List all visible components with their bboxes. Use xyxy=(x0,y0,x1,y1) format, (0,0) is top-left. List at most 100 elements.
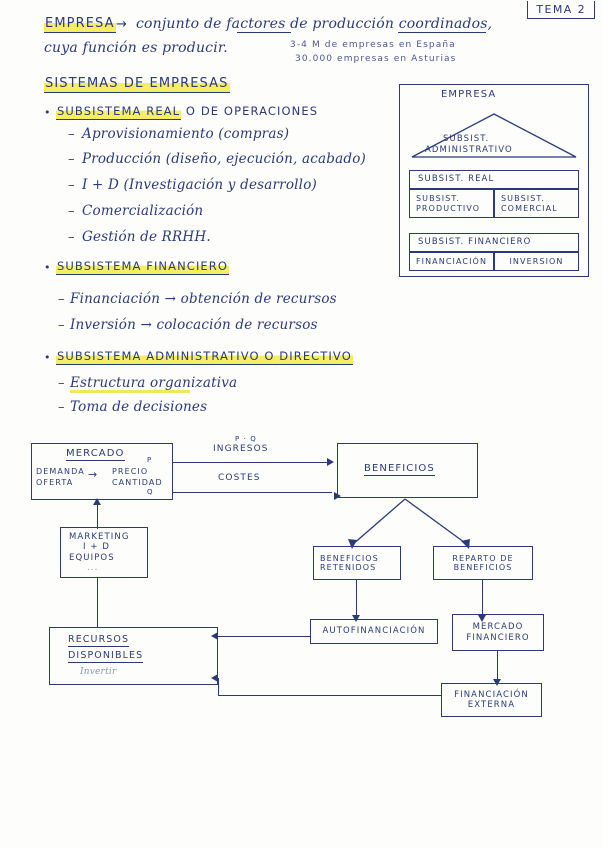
mercado-title: MERCADO xyxy=(66,448,125,461)
inversion-box: INVERSION xyxy=(494,252,579,271)
beneficios-label: BENEFICIOS xyxy=(364,463,435,476)
edge-pq-label: P · Q xyxy=(235,435,257,443)
line-recursos-to-marketing xyxy=(97,578,99,628)
recursos-l2: DISPONIBLES xyxy=(68,650,144,664)
arrow-marketing-to-mercado xyxy=(93,498,101,505)
financiacion-externa-l2: EXTERNA xyxy=(467,700,516,710)
subsist-comercial-l1: SUBSIST. xyxy=(501,194,546,204)
mercado-cantidad: CANTIDAD xyxy=(112,478,163,487)
dash-1-3: – xyxy=(68,178,75,193)
bullet-1: • xyxy=(44,106,51,119)
definition-text-1: conjunto de factores de producción coord… xyxy=(136,16,493,32)
line-autofin-to-recursos xyxy=(218,636,310,638)
line-retenidos-to-autofin xyxy=(356,580,358,617)
mercado-financiero-l1: MERCADO xyxy=(472,622,524,633)
autofinanciacion-label: AUTOFINANCIACIÓN xyxy=(322,626,426,637)
arrow-mercadofin-to-finext xyxy=(493,679,501,686)
beneficios-retenidos-l2: RETENIDOS xyxy=(320,563,377,572)
line-finext-to-recursos xyxy=(218,695,441,697)
financiacion-externa-box: FINANCIACIÓN EXTERNA xyxy=(441,683,542,717)
item-1-5: Gestión de RRHH. xyxy=(82,229,211,245)
mercado-financiero-box: MERCADO FINANCIERO xyxy=(452,614,544,651)
subsystem-3-highlight: SUBSISTEMA ADMINISTRATIVO O DIRECTIVO xyxy=(56,349,353,365)
item-1-4: Comercialización xyxy=(82,203,204,219)
mercado-oferta: OFERTA xyxy=(36,478,74,487)
item-1-3: I + D (Investigación y desarrollo) xyxy=(82,177,317,193)
edge-ingresos-arrowhead xyxy=(327,458,334,466)
autofinanciacion-box: AUTOFINANCIACIÓN xyxy=(310,619,438,644)
mercado-q-label: Q xyxy=(147,488,153,496)
subsist-real-label: SUBSIST. REAL xyxy=(418,174,495,185)
subsystem-2-title: SUBSISTEMA FINANCIERO xyxy=(56,259,230,275)
recursos-disponibles-box: RECURSOS DISPONIBLES Invertir xyxy=(49,627,218,685)
dash-2-2: – xyxy=(58,318,65,333)
item-1-1: Aprovisionamiento (compras) xyxy=(82,126,290,142)
dash-2-1: – xyxy=(58,292,65,307)
line-mercadofin-to-finext xyxy=(497,651,499,681)
triangle-label-line1: SUBSIST. xyxy=(443,134,490,144)
triangle-label-line2: ADMINISTRATIVO xyxy=(425,145,513,155)
edge-costes-label: COSTES xyxy=(218,473,261,483)
bullet-2: • xyxy=(44,261,51,274)
arrow-finext-to-recursos xyxy=(211,674,218,682)
dash-1-4: – xyxy=(68,204,75,219)
financiacion-externa-l1: FINANCIACIÓN xyxy=(454,689,529,700)
dash-3-2: – xyxy=(58,400,65,415)
dash-3-1: – xyxy=(58,376,65,391)
subsist-real-box: SUBSIST. REAL xyxy=(409,170,579,189)
financiacion-box: FINANCIACIÓN xyxy=(409,252,494,271)
inversion-label: INVERSION xyxy=(509,256,564,266)
dash-1-2: – xyxy=(68,152,75,167)
empresa-diagram-title: EMPRESA xyxy=(441,89,497,100)
arrow-reparto-to-mercadofin xyxy=(478,615,486,622)
item-3-2: Toma de decisiones xyxy=(70,399,208,415)
mercado-box xyxy=(31,443,173,500)
subsist-productivo-l1: SUBSIST. xyxy=(416,194,461,204)
reparto-l1: REPARTO DE xyxy=(452,553,514,563)
marketing-l4: ... xyxy=(87,562,99,573)
reparto-beneficios-box: REPARTO DE BENEFICIOS xyxy=(433,546,533,580)
line-reparto-to-mercadofin xyxy=(482,580,484,617)
edge-costes-line xyxy=(173,492,332,494)
highlight-estructura xyxy=(70,390,190,393)
administrative-triangle xyxy=(411,113,577,158)
marketing-box: MARKETING I + D EQUIPOS ... xyxy=(60,527,148,578)
definition-line-2: cuya función es producir. xyxy=(44,40,228,56)
mercado-demanda: DEMANDA xyxy=(36,467,85,476)
arrow-autofin-to-recursos xyxy=(211,632,218,640)
mercado-p-label: P xyxy=(147,456,152,464)
item-1-2: Producción (diseño, ejecución, acabado) xyxy=(82,151,366,167)
tema-tag: TEMA 2 xyxy=(527,1,595,19)
dash-1-5: – xyxy=(68,230,75,245)
subsist-financiero-box: SUBSIST. FINANCIERO xyxy=(409,233,579,252)
recursos-sub: Invertir xyxy=(80,667,117,678)
underline-coordinados xyxy=(398,32,486,34)
intro-arrow: → xyxy=(116,17,127,32)
beneficios-retenidos-l1: BENEFICIOS xyxy=(320,553,379,563)
dash-1-1: – xyxy=(68,127,75,142)
arrow-retenidos-to-autofin xyxy=(352,615,360,622)
line-marketing-to-mercado xyxy=(97,505,99,529)
subsystem-2-highlight: SUBSISTEMA FINANCIERO xyxy=(56,259,230,275)
mercado-financiero-l2: FINANCIERO xyxy=(466,632,530,643)
subsist-productivo-box: SUBSIST. PRODUCTIVO xyxy=(409,189,494,218)
underline-factores xyxy=(237,32,291,34)
subsystem-1-title: SUBSISTEMA REAL O DE OPERACIONES xyxy=(56,104,318,120)
stat-espana: 3-4 M de empresas en España xyxy=(290,40,456,50)
subsist-financiero-label: SUBSIST. FINANCIERO xyxy=(418,237,532,248)
subsystem-1-highlight: SUBSISTEMA REAL xyxy=(56,104,182,120)
item-2-1: Financiación → obtención de recursos xyxy=(70,291,337,307)
recursos-l1: RECURSOS xyxy=(68,634,130,648)
stat-asturias: 30.000 empresas en Asturias xyxy=(295,54,457,64)
marketing-l1: MARKETING xyxy=(69,532,130,543)
term-empresa: EMPRESA xyxy=(44,16,116,33)
empresa-diagram-frame xyxy=(399,84,589,277)
financiacion-label: FINANCIACIÓN xyxy=(415,256,488,266)
mercado-inner-arrow: → xyxy=(88,468,98,481)
definition-line-1: conjunto de factores de producción coord… xyxy=(136,16,492,32)
section-heading: SISTEMAS DE EMPRESAS xyxy=(44,76,230,93)
bullet-3: • xyxy=(44,351,51,364)
item-3-1: Estructura organizativa xyxy=(70,375,238,391)
beneficios-retenidos-box: BENEFICIOS RETENIDOS xyxy=(313,546,401,580)
